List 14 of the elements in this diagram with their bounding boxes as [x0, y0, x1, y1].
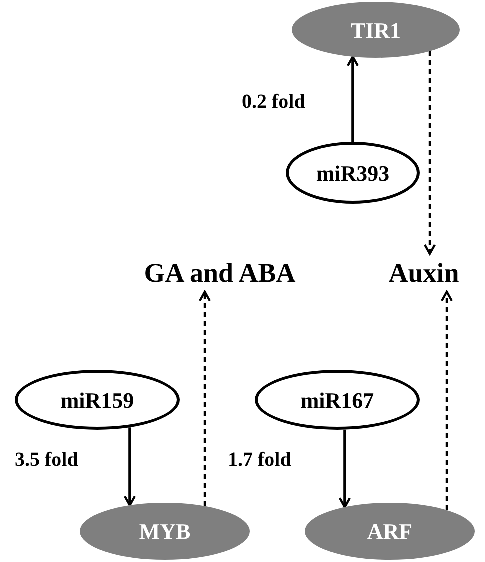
- gene-ellipse: TIR1: [292, 2, 460, 58]
- mirna-ellipse: miR393: [286, 142, 420, 204]
- dashed-arrow: [440, 290, 454, 510]
- dashed-arrow: [198, 290, 212, 506]
- gene-ellipse: ARF: [305, 503, 475, 560]
- arrow: [346, 56, 360, 142]
- node-label: GA and ABA: [115, 254, 325, 292]
- mirna-ellipse: miR159: [15, 370, 180, 430]
- arrow: [124, 428, 136, 507]
- node-label: Auxin: [365, 254, 483, 292]
- gene-ellipse: MYB: [80, 503, 250, 560]
- arrow: [338, 430, 352, 508]
- dashed-arrow: [424, 51, 436, 256]
- mirna-ellipse: miR167: [255, 370, 420, 430]
